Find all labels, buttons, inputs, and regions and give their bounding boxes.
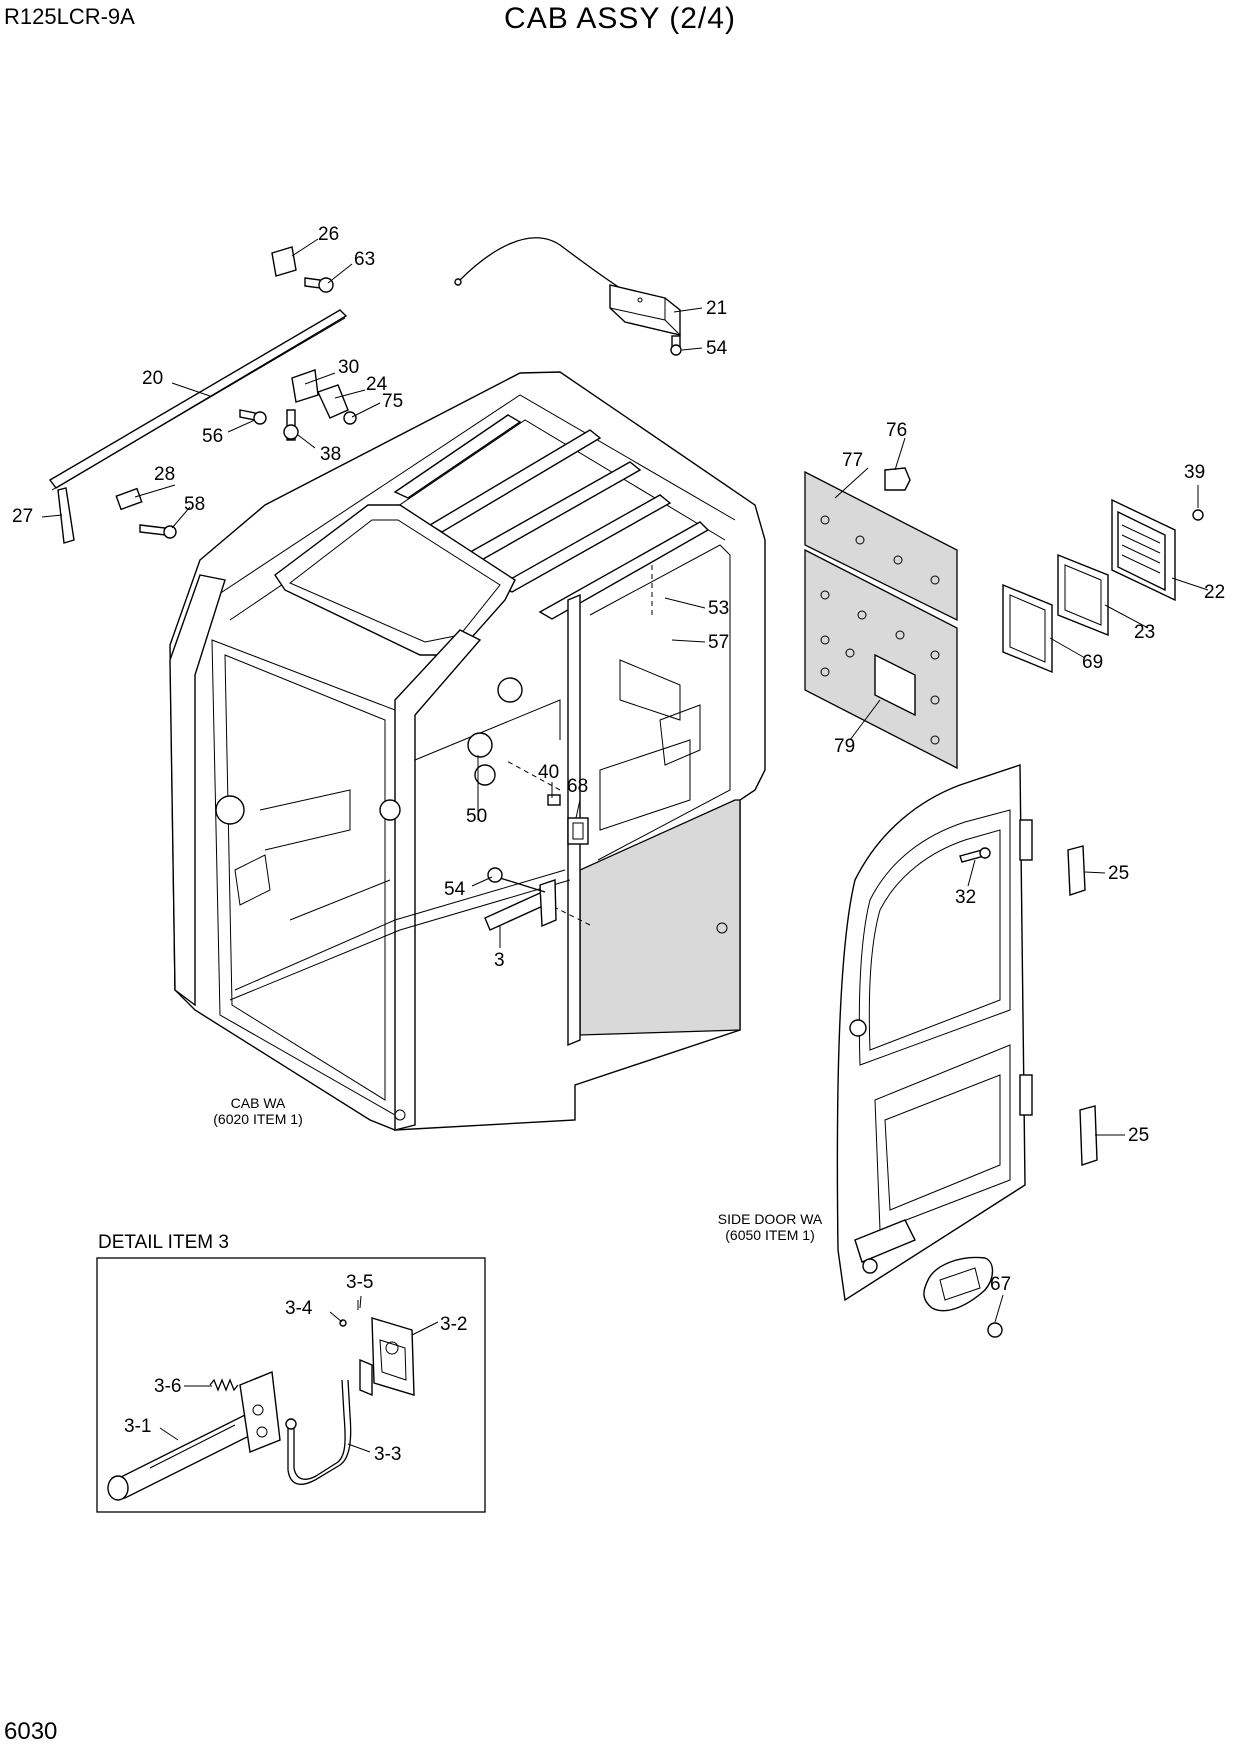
detail-callout-3-2: 3-2	[440, 1314, 467, 1335]
part-76-clip	[884, 467, 911, 491]
detail-callout-3-5: 3-5	[346, 1272, 373, 1293]
side-door	[836, 764, 1033, 1302]
callout-75: 75	[382, 391, 403, 412]
fittings-40-68	[547, 794, 589, 845]
frame-69	[1002, 583, 1053, 674]
door-note-line1: SIDE DOOR WA	[718, 1211, 823, 1227]
notes: CAB WA (6020 ITEM 1) SIDE DOOR WA (6050 …	[213, 1095, 823, 1243]
outer-handle-67	[923, 1256, 1003, 1338]
callout-3: 3	[494, 950, 505, 971]
callout-68: 68	[567, 776, 588, 797]
page-number: 6030	[4, 1718, 58, 1745]
hinge-cover-25-upper	[1067, 845, 1086, 896]
hinge-screw-32	[959, 847, 991, 863]
callout-25-lower: 25	[1128, 1125, 1149, 1146]
brackets-top-left	[271, 246, 357, 441]
detail-callout-3-4: 3-4	[285, 1298, 313, 1319]
page-title: CAB ASSY (2/4)	[504, 2, 736, 35]
callout-leaders	[41, 238, 1209, 1323]
callout-54-top: 54	[706, 338, 728, 359]
callout-labels: 26 63 21 54 20 56 30 24 75 38 28 58 27 7…	[12, 224, 1225, 1295]
callout-21: 21	[706, 298, 727, 319]
callout-23: 23	[1134, 622, 1155, 643]
callout-38: 38	[320, 444, 341, 465]
callout-22: 22	[1204, 582, 1225, 603]
detail-title: DETAIL ITEM 3	[98, 1232, 229, 1253]
callout-53: 53	[708, 598, 729, 619]
cab-note-line2: (6020 ITEM 1)	[213, 1111, 302, 1127]
detail-callout-3-3: 3-3	[374, 1444, 401, 1465]
callout-24: 24	[366, 374, 388, 395]
callout-20: 20	[142, 368, 163, 389]
hinge-cover-25-lower	[1079, 1105, 1098, 1166]
callout-57: 57	[708, 632, 729, 653]
callout-27: 27	[12, 506, 33, 527]
part-21-bracket	[454, 237, 682, 356]
detail-callout-3-6: 3-6	[154, 1376, 181, 1397]
callout-28: 28	[154, 464, 175, 485]
callout-63: 63	[354, 249, 375, 270]
detail-item-3: DETAIL ITEM 3	[96, 1232, 486, 1513]
callout-77: 77	[842, 450, 863, 471]
callout-56: 56	[202, 426, 223, 447]
callout-39: 39	[1184, 462, 1205, 483]
panel-77	[804, 470, 958, 622]
vent-22	[1111, 498, 1204, 602]
callout-25-upper: 25	[1108, 863, 1129, 884]
callout-50: 50	[466, 806, 487, 827]
callout-76: 76	[886, 420, 907, 441]
detail-box	[96, 1257, 486, 1513]
cab-note-line1: CAB WA	[231, 1095, 286, 1111]
callout-32: 32	[955, 887, 976, 908]
detail-callout-3-1: 3-1	[124, 1416, 151, 1437]
callout-58: 58	[184, 494, 205, 515]
model-number: R125LCR-9A	[4, 4, 135, 29]
panel-79	[804, 548, 958, 770]
callout-54-mid: 54	[444, 879, 466, 900]
frame-23	[1057, 553, 1109, 637]
callout-69: 69	[1082, 652, 1103, 673]
callout-79: 79	[834, 736, 855, 757]
callout-40: 40	[538, 762, 559, 783]
callout-67: 67	[990, 1274, 1011, 1295]
cab-frame	[169, 371, 766, 1131]
callout-30: 30	[338, 357, 359, 378]
callout-26: 26	[318, 224, 339, 245]
lever-assembly	[484, 867, 557, 931]
door-note-line2: (6050 ITEM 1)	[725, 1227, 814, 1243]
roof-rail	[48, 309, 348, 544]
